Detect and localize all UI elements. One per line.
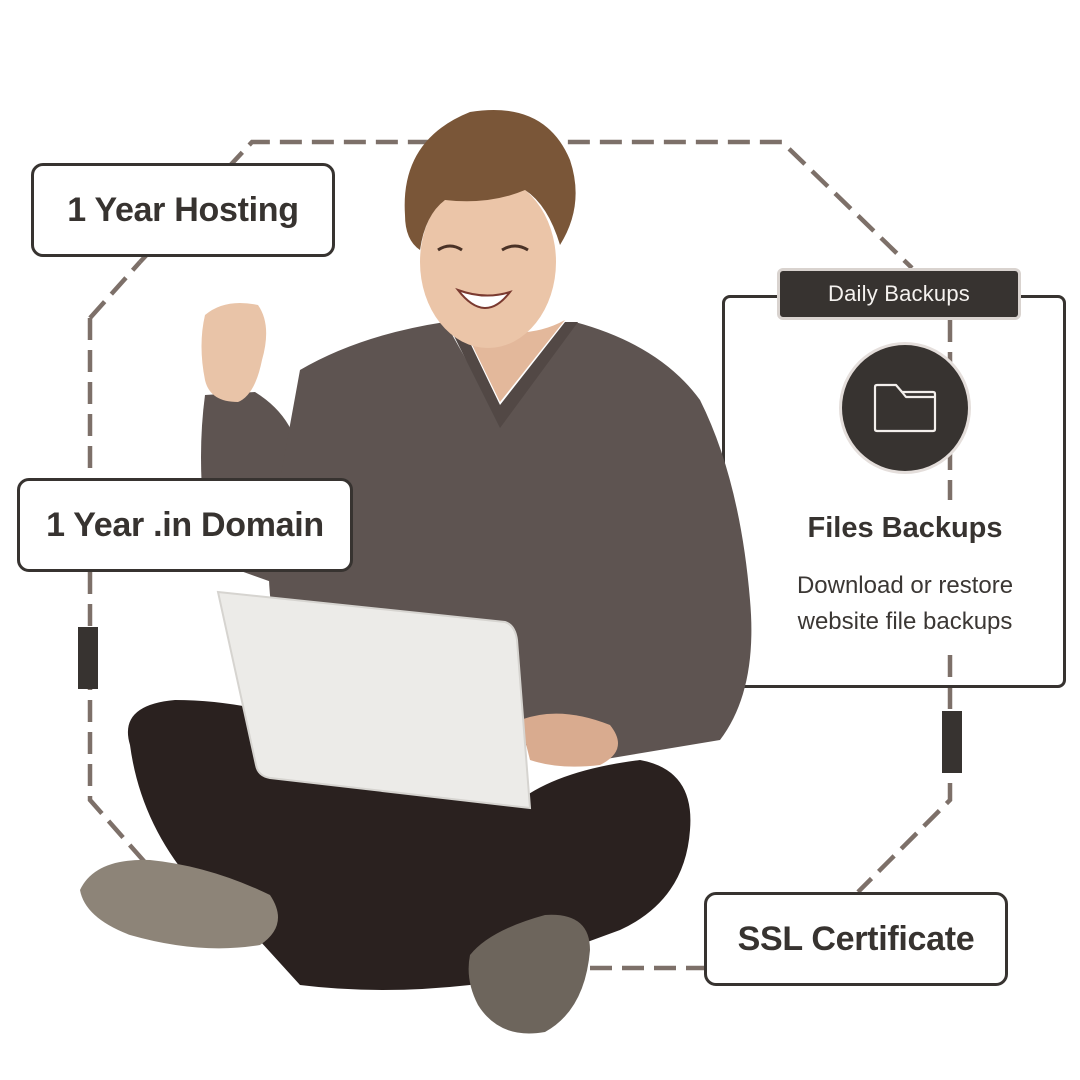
feature-ssl-badge: SSL Certificate [704,892,1008,986]
connector-block-right [942,711,962,773]
backup-card-description: Download or restore website file backups [722,568,1080,640]
feature-domain-badge: 1 Year .in Domain [17,478,353,572]
left-shoe [80,859,278,949]
feature-ssl-label: SSL Certificate [737,919,975,958]
fist [201,302,267,402]
head [420,176,556,348]
hair [404,110,576,250]
folder-icon-badge [842,345,968,471]
feature-hosting-label: 1 Year Hosting [67,190,299,229]
backup-desc-line-1: Download or restore [796,572,1014,599]
feature-hosting-badge: 1 Year Hosting [31,163,335,257]
backup-card-title: Files Backups [807,512,1003,544]
daily-backups-label: Daily Backups [828,281,970,306]
right-shoe [468,914,590,1034]
backup-desc-line-2: website file backups [797,608,1013,635]
daily-backups-tag: Daily Backups [777,268,1021,320]
folder-icon [873,383,937,433]
laptop [216,590,532,810]
feature-domain-label: 1 Year .in Domain [46,505,324,544]
connector-block-left [78,627,98,689]
